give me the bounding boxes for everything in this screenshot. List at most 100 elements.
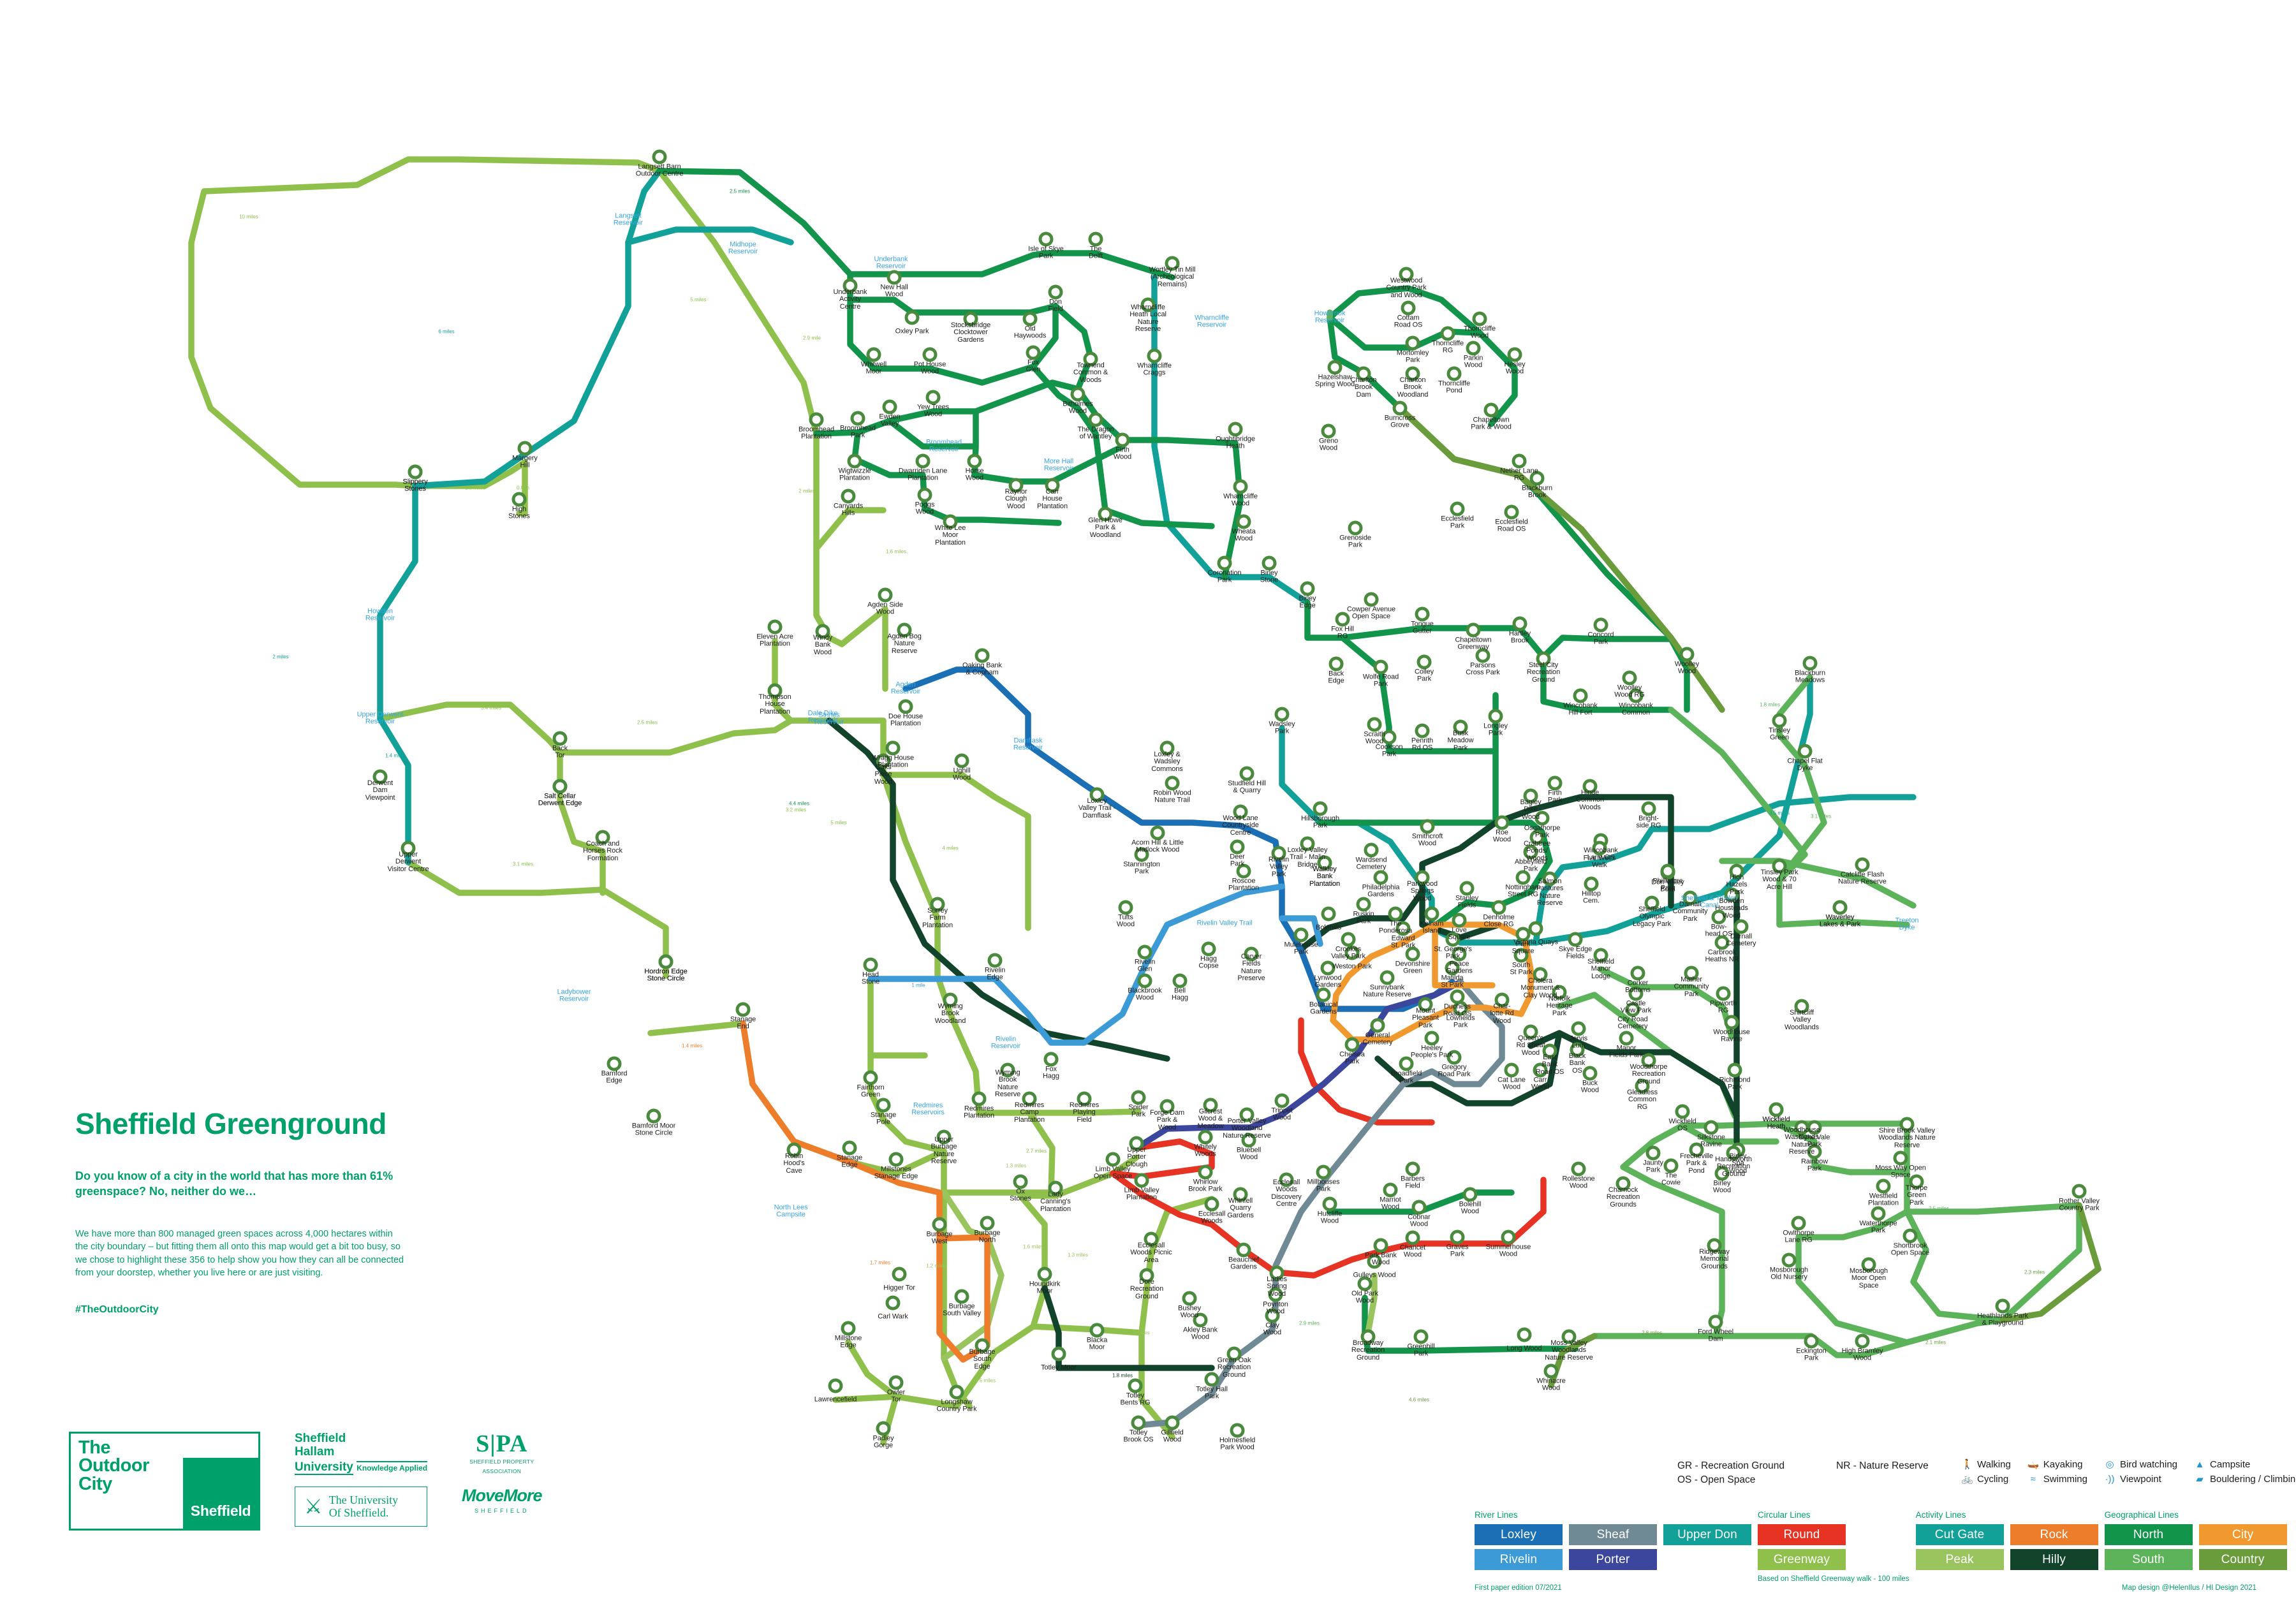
station-node [1370, 1018, 1385, 1033]
legend-line-chip[interactable]: Rivelin [1475, 1549, 1563, 1570]
station-label: Whinfell Quarry Gardens [1227, 1196, 1254, 1219]
station-label: Redmires Plantation [964, 1105, 994, 1120]
station-label: Rainbow Park [1800, 1157, 1829, 1173]
station-node [767, 683, 783, 698]
station-label: Norfolk Heritage Park [1546, 994, 1573, 1017]
station-node [1129, 1136, 1144, 1151]
station-node [1364, 842, 1379, 858]
station-label: Wadsley Park [1269, 720, 1295, 735]
station-node [1395, 921, 1411, 936]
distance-label: 5 miles [830, 819, 847, 826]
station-node [1593, 617, 1608, 633]
station-node [1899, 1117, 1915, 1132]
activity-legend-item: ≈Swimming [2027, 1474, 2087, 1486]
station-node [1134, 847, 1149, 862]
station-node [1321, 906, 1336, 922]
station-label: Clay Wood [1263, 1321, 1282, 1337]
legend-line-chip[interactable]: Sheaf [1569, 1524, 1657, 1545]
station-label: Tinsley Park Wood & 70 Acre Hill [1760, 868, 1799, 891]
station-node [767, 619, 783, 635]
legend-line-chip[interactable]: Greenway [1758, 1549, 1846, 1570]
station-label: Char- lotte Rd Wood [1490, 1002, 1514, 1025]
station-label: Higger Tor [883, 1284, 915, 1292]
station-label: Burbage West [926, 1230, 953, 1245]
station-label: Woodthorpe Recreation Ground [1630, 1062, 1668, 1085]
legend-line-chip[interactable]: North [2104, 1524, 2193, 1545]
station-label: White Lee Moor Plantation [934, 524, 966, 547]
legend-line-chip[interactable]: Rock [2010, 1524, 2098, 1545]
legend-line-chip[interactable]: City [2198, 1524, 2287, 1545]
distance-label: 3.5 miles [1769, 810, 1790, 816]
station-label: Oughtibridge Heath [1216, 435, 1255, 450]
station-label: Heeley People's Park [1410, 1044, 1453, 1059]
map-stations [372, 149, 2087, 1438]
station-label: Thorncliffe RG [1431, 339, 1464, 355]
station-label: Thorncliffe Wood [1463, 325, 1496, 340]
legend-group-title: Circular Lines [1758, 1510, 1811, 1520]
station-label: Midhope Reservoir [728, 240, 758, 256]
station-node [1198, 1164, 1213, 1180]
station-label: Shortbrook Open Space [1890, 1242, 1930, 1257]
campsite-icon: ▲ [2195, 1459, 2205, 1470]
station-node [1327, 360, 1343, 375]
station-label: Ruskin Park [1353, 910, 1374, 925]
station-node [1367, 1254, 1382, 1269]
activity-legend-item: 🛶Kayaking [2027, 1459, 2087, 1471]
station-label: Rother Valley Country Park [2059, 1197, 2100, 1212]
station-label: Slippery Stones [402, 478, 428, 493]
station-node [1262, 555, 1277, 571]
station-label: Scraith Wood [1364, 730, 1385, 745]
station-label: High Bramley Wood [1841, 1347, 1883, 1362]
station-node [1118, 900, 1133, 915]
station-node [1316, 1164, 1331, 1180]
station-node [1517, 1327, 1532, 1342]
station-label: Ecclesall Woods Discovery Centre [1271, 1179, 1302, 1208]
station-label: Wardsend Cemetery [1355, 856, 1387, 871]
station-node [595, 830, 610, 845]
station-label: Marriot Wood [1380, 1196, 1401, 1211]
station-label: Totley Moor [1041, 1363, 1077, 1372]
station-label: Shire Brook Valley Woodlands Nature Rese… [1878, 1126, 1936, 1149]
station-label: Bow- head OS [1705, 923, 1733, 938]
station-label: Hagg Copse [1198, 955, 1219, 970]
station-node [1584, 876, 1599, 892]
bird-watching-icon: ◎ [2105, 1459, 2114, 1470]
legend-line-chip[interactable]: Upper Don [1663, 1524, 1751, 1545]
station-node [1203, 1098, 1218, 1113]
legend-line-chip[interactable]: Peak [1915, 1549, 2004, 1570]
subtitle: Do you know of a city in the world that … [75, 1170, 394, 1198]
station-label: Frecheville Park & Pond [1679, 1152, 1714, 1175]
station-label: Fairthorn Green [857, 1083, 885, 1099]
legend-line-chip[interactable]: Loxley [1475, 1524, 1563, 1545]
distance-label: 4 miles [942, 845, 959, 851]
legend-line-chip[interactable]: South [2104, 1549, 2193, 1570]
legend-line-chip[interactable]: Porter [1569, 1549, 1657, 1570]
station-node [971, 1091, 987, 1106]
station-node [1582, 779, 1598, 794]
station-label: Pot House Wood [913, 360, 946, 376]
legend-line-chip[interactable]: Country [2198, 1549, 2287, 1570]
station-node [1459, 881, 1475, 896]
station-node [1418, 997, 1433, 1012]
station-node [850, 411, 865, 426]
station-label: Charlton Brook Dam [1350, 376, 1377, 399]
station-node [1450, 1230, 1465, 1245]
station-node [1300, 581, 1315, 596]
legend-line-chip[interactable]: Hilly [2010, 1549, 2098, 1570]
legend-line-chip[interactable] [1663, 1549, 1751, 1570]
station-label: Carl Wark [878, 1312, 908, 1321]
station-node [915, 453, 931, 469]
station-label: Fox Hagg [1043, 1065, 1059, 1080]
legend-line-chip[interactable]: Round [1758, 1524, 1846, 1545]
station-label: Matilda St Park [1441, 974, 1464, 989]
station-node [1381, 730, 1397, 745]
station-label: More Hall Reservoir [1043, 457, 1074, 473]
station-label: Whinacre Wood [1536, 1377, 1566, 1392]
station-node [1660, 863, 1675, 879]
station-label: Greenhill Park [1407, 1342, 1435, 1358]
legend-line-chip[interactable]: Cut Gate [1915, 1524, 2004, 1545]
distance-label: 5.miles [690, 297, 707, 303]
station-node [1515, 927, 1531, 942]
station-node [1159, 740, 1175, 756]
station-node [1615, 1176, 1631, 1191]
